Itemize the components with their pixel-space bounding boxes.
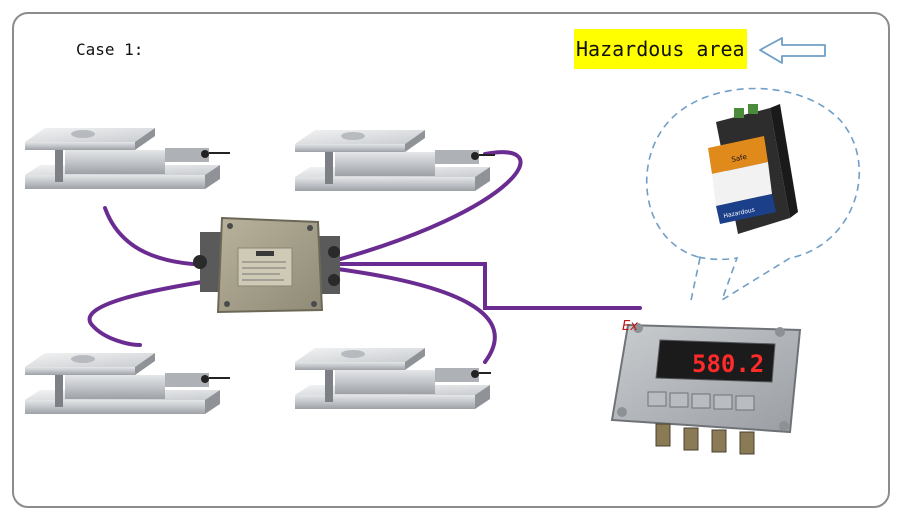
hazardous-area-label: Hazardous area: [574, 29, 747, 69]
cable-bottom-right: [328, 266, 497, 364]
left-arrow-icon: [759, 37, 826, 64]
safety-barrier: Safe Hazardous: [708, 104, 798, 234]
weighing-indicator: Ex 580.2: [610, 319, 802, 455]
ex-mark: Ex: [622, 319, 638, 334]
load-cell-bottom-right: [295, 348, 491, 409]
cable-to-indicator: [328, 262, 642, 310]
load-cell-top-right: [295, 130, 495, 191]
indicator-reading: 580.2: [692, 350, 764, 378]
load-cell-bottom-left: [25, 353, 230, 414]
callout-pointer: [689, 257, 701, 306]
load-cell-top-left: [25, 128, 230, 189]
indicator-glands: [655, 423, 755, 455]
indicator-keypad: [647, 391, 755, 411]
junction-box: [193, 216, 340, 314]
barrier-safe-label: Safe: [731, 153, 748, 164]
cable-bottom-left: [87, 278, 217, 347]
callout-bubble: [645, 87, 861, 302]
cable-top-right: [328, 150, 523, 264]
case-label: Case 1:: [76, 40, 144, 59]
barrier-callout: [645, 87, 861, 306]
